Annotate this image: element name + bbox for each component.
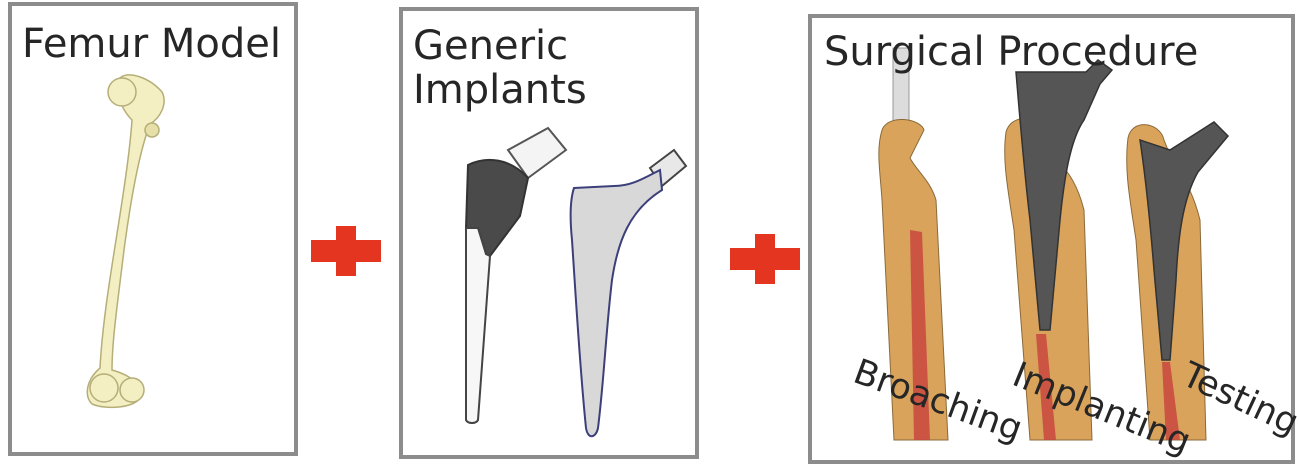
- implant-icon: [466, 128, 566, 423]
- implant-icon: [571, 150, 686, 436]
- femur-icon: [87, 75, 164, 408]
- femur-model-title: Femur Model: [22, 22, 281, 66]
- plus-icon: [730, 234, 800, 284]
- plus-icon: [311, 226, 381, 276]
- generic-implants-title: Generic Implants: [413, 24, 613, 112]
- surgical-procedure-title: Surgical Procedure: [824, 30, 1198, 74]
